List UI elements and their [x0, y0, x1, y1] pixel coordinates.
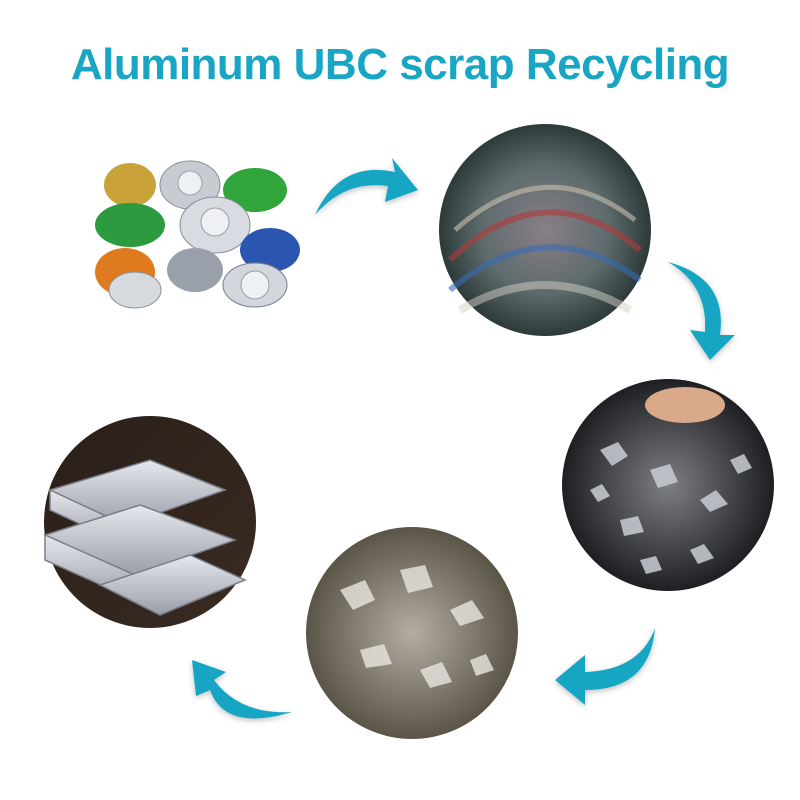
aluminum-ingots-image — [42, 416, 256, 628]
arrow-icon — [315, 158, 418, 215]
used-beverage-cans-image — [95, 160, 300, 309]
aluminum-chips-image — [306, 527, 518, 739]
baled-cans-image — [439, 124, 651, 336]
arrow-icon — [668, 262, 735, 360]
shredded-cans-image — [562, 379, 774, 591]
page-title: Aluminum UBC scrap Recycling — [70, 40, 730, 89]
arrow-icon — [555, 628, 655, 705]
arrow-icon — [192, 660, 292, 719]
